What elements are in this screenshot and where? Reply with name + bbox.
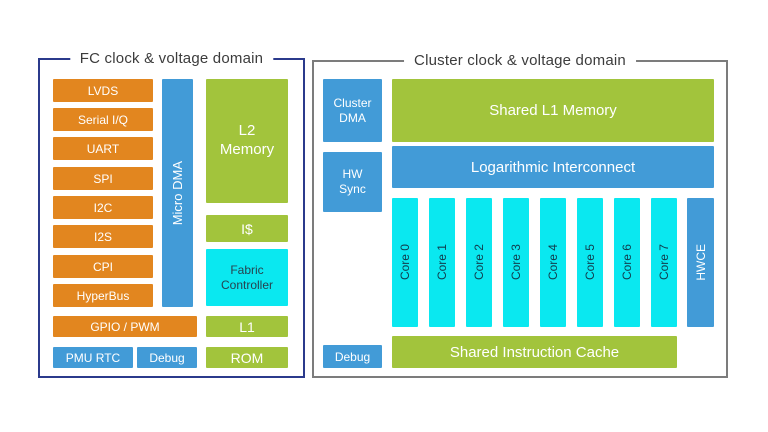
block-logarithmic-interconnect: Logarithmic Interconnect xyxy=(392,146,714,188)
core-4-label: Core 4 xyxy=(546,244,560,281)
block-fabric-controller: Fabric Controller xyxy=(206,249,288,306)
core-1-label: Core 1 xyxy=(435,244,449,281)
core-3-label: Core 3 xyxy=(509,244,523,281)
block-lvds: LVDS xyxy=(53,79,153,102)
l2-memory-label-line1: L2 xyxy=(238,122,256,140)
hwce-label: HWCE xyxy=(693,244,708,281)
hw-sync-label-line2: Sync xyxy=(339,182,366,196)
block-uart: UART xyxy=(53,137,153,160)
fabric-controller-label-line1: Fabric xyxy=(230,262,264,277)
block-core-3: Core 3 xyxy=(503,198,529,327)
block-core-2: Core 2 xyxy=(466,198,492,327)
hw-sync-label-line1: HW xyxy=(342,167,363,181)
micro-dma-label: Micro DMA xyxy=(170,160,185,226)
block-l1: L1 xyxy=(206,316,288,337)
fc-domain-title: FC clock & voltage domain xyxy=(69,48,274,69)
block-cpi: CPI xyxy=(53,255,153,278)
block-hyperbus: HyperBus xyxy=(53,284,153,307)
fc-domain: FC clock & voltage domain LVDS Serial I/… xyxy=(38,48,305,378)
block-i2s: I2S xyxy=(53,225,153,248)
cluster-dma-label-line2: DMA xyxy=(339,110,366,125)
block-shared-instruction-cache: Shared Instruction Cache xyxy=(392,336,677,368)
block-micro-dma: Micro DMA xyxy=(162,79,193,307)
block-cluster-dma: Cluster DMA xyxy=(323,79,382,142)
cores-row: Core 0 Core 1 Core 2 Core 3 Core 4 Core … xyxy=(392,198,677,327)
block-serial-iq: Serial I/Q xyxy=(53,108,153,131)
cluster-domain-title: Cluster clock & voltage domain xyxy=(404,50,636,71)
block-pmu-rtc: PMU RTC xyxy=(53,347,133,368)
block-spi: SPI xyxy=(53,167,153,190)
cluster-domain: Cluster clock & voltage domain Cluster D… xyxy=(312,50,728,378)
block-core-4: Core 4 xyxy=(540,198,566,327)
block-core-5: Core 5 xyxy=(577,198,603,327)
cluster-dma-label-line1: Cluster xyxy=(333,95,372,110)
block-gpio-pwm: GPIO / PWM xyxy=(53,316,197,337)
block-i2c: I2C xyxy=(53,196,153,219)
block-fc-debug: Debug xyxy=(137,347,197,368)
core-0-label: Core 0 xyxy=(398,244,412,281)
core-2-label: Core 2 xyxy=(472,244,486,281)
core-5-label: Core 5 xyxy=(583,244,597,281)
core-6-label: Core 6 xyxy=(620,244,634,281)
block-shared-l1-memory: Shared L1 Memory xyxy=(392,79,714,142)
block-core-7: Core 7 xyxy=(651,198,677,327)
block-l2-memory: L2 Memory xyxy=(206,79,288,203)
block-core-6: Core 6 xyxy=(614,198,640,327)
block-rom: ROM xyxy=(206,347,288,368)
block-hw-sync: HW Sync xyxy=(323,152,382,212)
block-icache: I$ xyxy=(206,215,288,242)
l2-memory-label-line2: Memory xyxy=(219,141,275,158)
block-core-1: Core 1 xyxy=(429,198,455,327)
block-cluster-debug: Debug xyxy=(323,345,382,368)
core-7-label: Core 7 xyxy=(657,244,671,281)
block-hwce: HWCE xyxy=(687,198,714,327)
fabric-controller-label-line2: Controller xyxy=(220,277,274,292)
block-core-0: Core 0 xyxy=(392,198,418,327)
